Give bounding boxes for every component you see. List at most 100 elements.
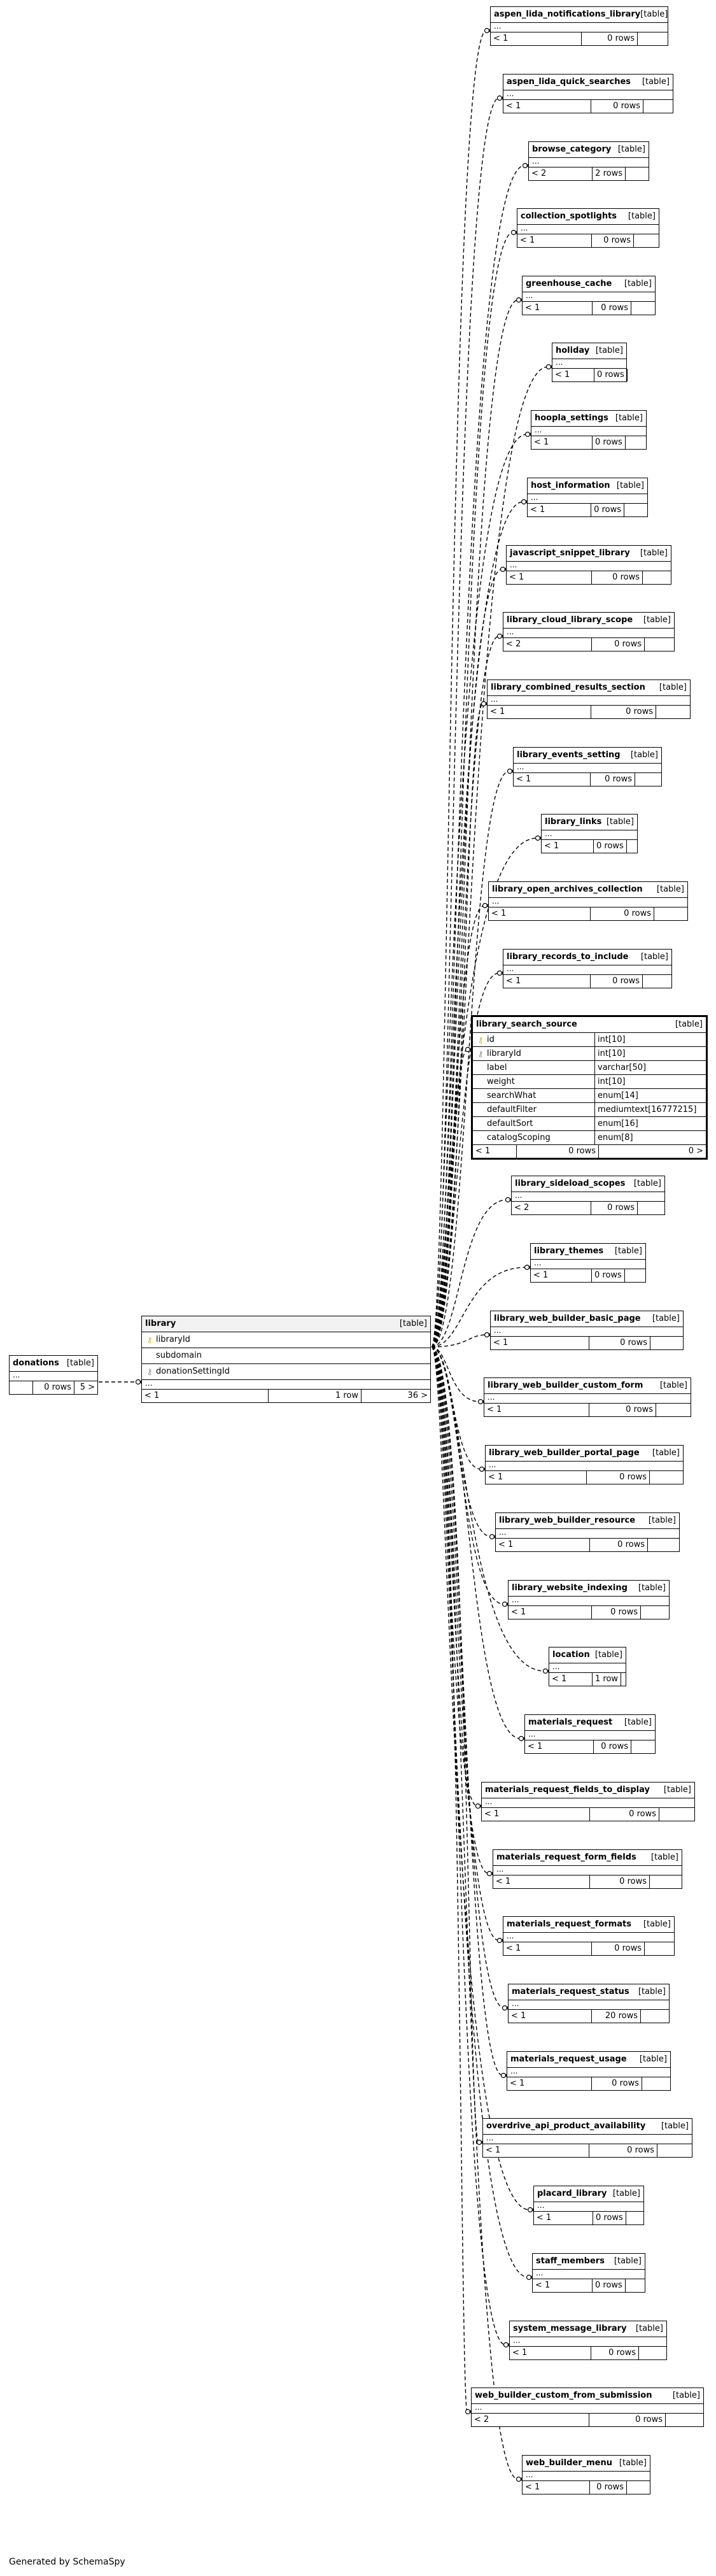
child-count (628, 369, 650, 381)
column-ellipsis: ... (523, 2471, 650, 2481)
table-library_web_builder_basic_page[interactable]: library_web_builder_basic_page[table]...… (490, 1311, 684, 1350)
row-count: 0 rows (592, 638, 645, 651)
table-header: host_information[table] (528, 478, 647, 494)
parent-count: < 1 (503, 975, 591, 988)
parent-count: < 1 (523, 2481, 590, 2494)
table-header: library_sideload_scopes[table] (512, 1176, 664, 1192)
table-library_combined_results_section[interactable]: library_combined_results_section[table].… (487, 680, 691, 719)
child-count (659, 1808, 694, 1821)
table-header: library_themes[table] (531, 1244, 645, 1260)
table-name: overdrive_api_product_availability (486, 2121, 646, 2131)
table-header: web_builder_custom_from_submission[table… (472, 2388, 703, 2404)
child-count (634, 234, 659, 247)
table-header: staff_members[table] (533, 2254, 645, 2270)
table-overdrive_api_product_availability[interactable]: overdrive_api_product_availability [table… (482, 2118, 692, 2158)
table-kind: [table] (640, 10, 668, 19)
table-web_builder_custom_from_submission[interactable]: web_builder_custom_from_submission[table… (471, 2387, 704, 2427)
table-library_cloud_library_scope[interactable]: library_cloud_library_scope[table]...< 2… (503, 612, 675, 651)
relationship-edge (431, 1346, 479, 2143)
column-ellipsis: ... (472, 2403, 703, 2414)
parent-count: < 1 (509, 1606, 592, 1619)
column-name: weight (487, 1076, 515, 1086)
column-ellipsis: ... (503, 628, 674, 638)
child-count (625, 1269, 648, 1282)
relationship-edge (431, 1267, 527, 1348)
table-kind: [table] (650, 1853, 678, 1862)
row-count: 0 rows (593, 436, 626, 449)
row-count: 2 rows (593, 167, 626, 180)
column-name: searchWhat (487, 1090, 537, 1100)
relationship-edge (431, 30, 487, 1348)
table-library_open_archives_collection[interactable]: library_open_archives_collection[table].… (488, 881, 688, 921)
table-library_web_builder_resource[interactable]: library_web_builder_resource[table]...< … (495, 1512, 680, 1552)
table-footer: < 1 0 rows 0 > (473, 1145, 706, 1158)
table-donations[interactable]: donations [table] ... 0 rows 5 > (9, 1355, 98, 1395)
child-count (639, 2347, 666, 2359)
table-kind: [table] (643, 1919, 671, 1929)
table-materials_request_fields_to_display[interactable]: materials_request_fields_to_display[tabl… (481, 1782, 695, 1821)
parent-count (10, 1381, 33, 1394)
parent-count: < 1 (525, 1740, 594, 1753)
column-ellipsis: ... (142, 1379, 430, 1390)
table-library_web_builder_portal_page[interactable]: library_web_builder_portal_page[table]..… (485, 1445, 684, 1484)
primary-key-icon: ⚷ (146, 1335, 153, 1344)
relationship-edge (431, 636, 500, 1348)
column-ellipsis: ... (507, 561, 671, 571)
row-count: 1 row (593, 1673, 622, 1686)
column-ellipsis: ... (552, 359, 626, 369)
column-ellipsis: ... (509, 1596, 669, 1606)
table-library_web_builder_custom_form[interactable]: library_web_builder_custom_form[table]..… (484, 1377, 691, 1417)
table-library_search_source[interactable]: library_search_source [table] ⚷id int[10… (471, 1015, 708, 1160)
table-header: system_message_library[table] (510, 2321, 666, 2337)
column-ellipsis: ... (529, 157, 649, 167)
column-ellipsis: ... (489, 897, 687, 907)
table-library[interactable]: library [table] ⚷ libraryId subdomain ⚷ … (141, 1316, 431, 1403)
row-count: 0 rows (593, 2279, 626, 2292)
relationship-edge (431, 972, 500, 1348)
child-count (626, 167, 649, 180)
table-kind: [table] (661, 2121, 689, 2131)
table-materials_request_form_fields[interactable]: materials_request_form_fields[table]...<… (493, 1849, 682, 1889)
relationship-edge (431, 905, 485, 1348)
table-aspen_lida_notifications_library[interactable]: aspen_lida_notifications_library[table].… (490, 6, 668, 46)
table-kind: [table] (640, 548, 668, 558)
child-count (626, 436, 649, 449)
relationship-edge (431, 299, 519, 1348)
parent-count: < 1 (488, 706, 591, 718)
row-count: 0 rows (589, 1404, 656, 1416)
column-ellipsis: ... (523, 292, 655, 302)
table-kind: [table] (633, 1179, 661, 1188)
table-kind: [table] (399, 1319, 427, 1328)
row-count: 0 rows (590, 1875, 650, 1888)
